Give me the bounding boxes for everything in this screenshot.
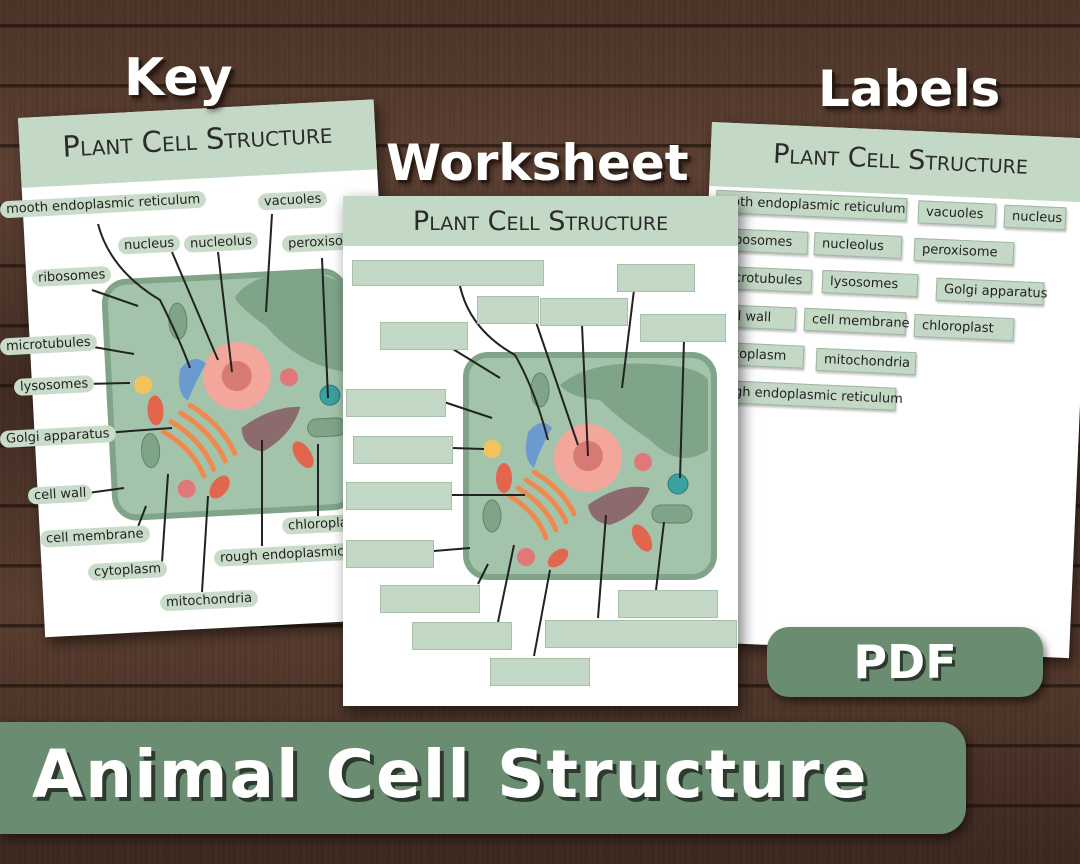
key-heading: Key bbox=[124, 48, 233, 108]
answer-box[interactable] bbox=[353, 436, 453, 464]
answer-box[interactable] bbox=[346, 389, 446, 417]
answer-box[interactable] bbox=[346, 540, 434, 568]
answer-box[interactable] bbox=[380, 322, 468, 350]
worksheet-sheet-title: Plant Cell Structure bbox=[412, 206, 669, 237]
answer-box[interactable] bbox=[640, 314, 726, 342]
banner-title: Animal Cell Structure bbox=[32, 736, 869, 813]
worksheet-title-band bbox=[343, 196, 738, 246]
worksheet-heading: Worksheet bbox=[386, 134, 689, 192]
pdf-badge-label: PDF bbox=[853, 635, 957, 689]
title-banner: Animal Cell Structure bbox=[0, 722, 966, 834]
answer-box[interactable] bbox=[490, 658, 590, 686]
answer-box[interactable] bbox=[617, 264, 695, 292]
answer-box[interactable] bbox=[545, 620, 737, 648]
answer-box[interactable] bbox=[412, 622, 512, 650]
answer-box[interactable] bbox=[540, 298, 628, 326]
answer-box[interactable] bbox=[380, 585, 480, 613]
answer-box[interactable] bbox=[352, 260, 544, 286]
pdf-badge: PDF bbox=[767, 627, 1043, 697]
labels-heading: Labels bbox=[818, 60, 1001, 118]
answer-box[interactable] bbox=[618, 590, 718, 618]
answer-box[interactable] bbox=[346, 482, 452, 510]
answer-box[interactable] bbox=[477, 296, 539, 324]
